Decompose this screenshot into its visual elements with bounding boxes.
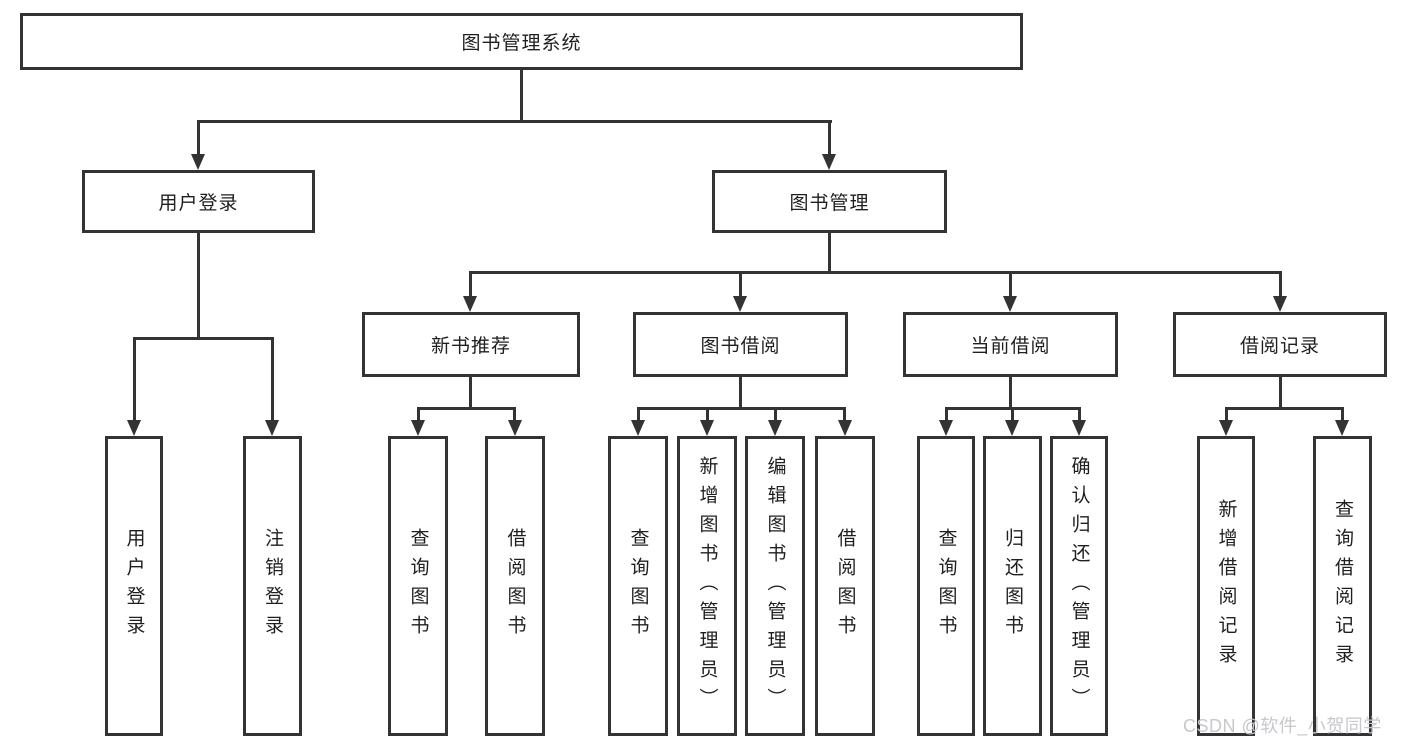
watermark: CSDN @软件_小贺同学 xyxy=(1183,716,1382,736)
connector-line xyxy=(843,407,846,423)
connector-line xyxy=(637,407,846,410)
arrow-down-icon xyxy=(939,420,953,436)
connector-line xyxy=(828,233,831,273)
arrow-down-icon xyxy=(700,420,714,436)
connector-line xyxy=(1225,407,1228,423)
connector-line xyxy=(1078,407,1081,423)
arrow-down-icon xyxy=(1072,420,1086,436)
leaf-recommend-borrow-books: 借阅图书 xyxy=(485,436,545,736)
leaf-current-query-books: 查询图书 xyxy=(917,436,975,736)
arrow-down-icon xyxy=(265,420,279,436)
leaf-recommend-query-books: 查询图书 xyxy=(388,436,448,736)
connector-line xyxy=(706,407,709,423)
node-current-borrow: 当前借阅 xyxy=(903,312,1118,377)
leaf-borrow-add-books-admin: 新增图书（管理员） xyxy=(677,436,737,736)
leaf-current-confirm-return-admin: 确认归还（管理员） xyxy=(1050,436,1108,736)
node-book-management: 图书管理 xyxy=(712,170,947,233)
arrow-down-icon xyxy=(631,420,645,436)
arrow-down-icon xyxy=(1273,296,1287,312)
arrow-down-icon xyxy=(463,296,477,312)
connector-line xyxy=(637,407,640,423)
arrow-down-icon xyxy=(733,296,747,312)
arrow-down-icon xyxy=(822,154,836,170)
connector-line xyxy=(417,407,420,423)
connector-line xyxy=(1279,271,1282,299)
leaf-borrow-borrow-books: 借阅图书 xyxy=(815,436,875,736)
node-root: 图书管理系统 xyxy=(20,13,1023,70)
connector-line xyxy=(774,407,777,423)
leaf-borrow-query-books: 查询图书 xyxy=(608,436,668,736)
node-user-login: 用户登录 xyxy=(82,170,315,233)
connector-line xyxy=(469,271,472,299)
connector-line xyxy=(1341,407,1344,423)
leaf-records-add-record: 新增借阅记录 xyxy=(1197,436,1255,736)
connector-line xyxy=(197,120,832,123)
arrow-down-icon xyxy=(838,420,852,436)
arrow-down-icon xyxy=(1003,296,1017,312)
connector-line xyxy=(417,407,516,410)
connector-line xyxy=(513,407,516,423)
arrow-down-icon xyxy=(1005,420,1019,436)
connector-line xyxy=(197,120,200,158)
leaf-user-login: 用户登录 xyxy=(105,436,163,736)
node-new-book-recommend: 新书推荐 xyxy=(362,312,580,377)
connector-line xyxy=(1225,407,1344,410)
arrow-down-icon xyxy=(127,420,141,436)
connector-line xyxy=(520,70,523,122)
leaf-logout: 注销登录 xyxy=(243,436,302,736)
arrow-down-icon xyxy=(411,420,425,436)
leaf-records-query-record: 查询借阅记录 xyxy=(1313,436,1372,736)
connector-line xyxy=(739,271,742,299)
connector-line xyxy=(1279,377,1282,409)
arrow-down-icon xyxy=(508,420,522,436)
node-borrow-records: 借阅记录 xyxy=(1173,312,1387,377)
connector-line xyxy=(739,377,742,409)
leaf-borrow-edit-books-admin: 编辑图书（管理员） xyxy=(745,436,805,736)
connector-line xyxy=(1011,407,1014,423)
connector-line xyxy=(469,271,1281,274)
connector-line xyxy=(1009,377,1012,409)
leaf-current-return-books: 归还图书 xyxy=(983,436,1042,736)
connector-line xyxy=(271,337,274,422)
connector-line xyxy=(133,337,136,422)
connector-line xyxy=(828,120,831,158)
connector-line xyxy=(469,377,472,409)
arrow-down-icon xyxy=(768,420,782,436)
arrow-down-icon xyxy=(1335,420,1349,436)
connector-line xyxy=(197,233,200,340)
arrow-down-icon xyxy=(1219,420,1233,436)
connector-line xyxy=(945,407,948,423)
arrow-down-icon xyxy=(191,154,205,170)
connector-line xyxy=(1009,271,1012,299)
node-book-borrow: 图书借阅 xyxy=(633,312,848,377)
connector-line xyxy=(133,337,274,340)
